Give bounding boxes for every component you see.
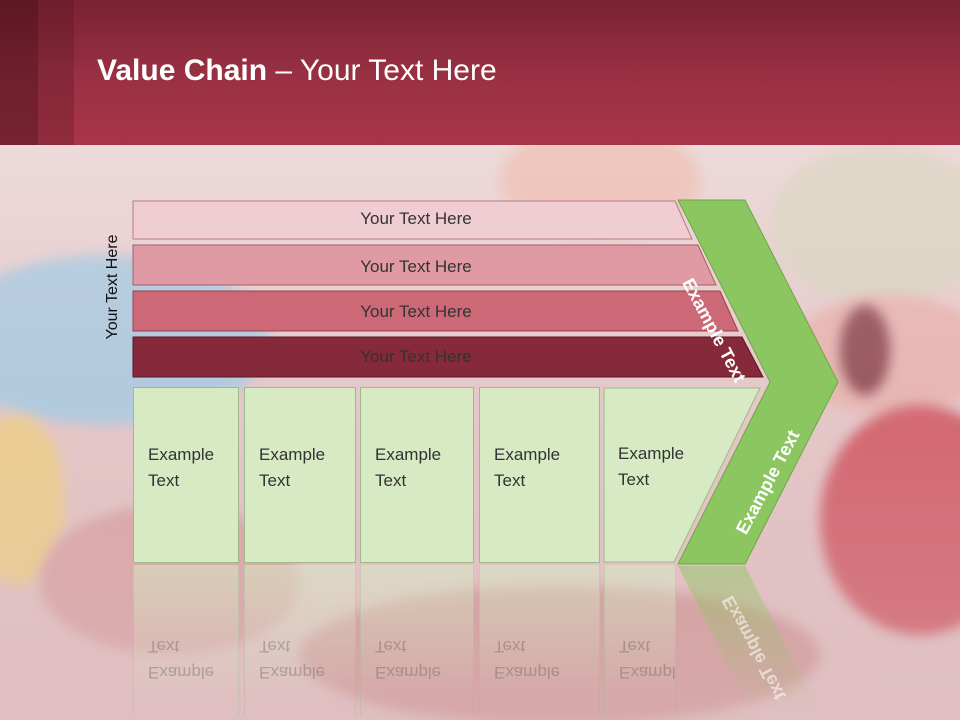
reflection-text: Example Text — [148, 633, 214, 685]
primary-box-5-reflection: Example Text — [604, 565, 676, 715]
label-line-2: Text — [494, 471, 526, 490]
dark-capsule-shape — [840, 305, 890, 395]
support-bar-2-label[interactable]: Your Text Here — [360, 257, 472, 276]
label-line-1: Example — [148, 445, 215, 464]
primary-box-5-shape[interactable] — [603, 387, 761, 563]
support-bar-3[interactable] — [132, 290, 739, 332]
reflection-text: Example Text — [619, 633, 676, 685]
primary-box-2-reflection: Example Text — [244, 565, 356, 715]
label-line-1: Example — [494, 445, 561, 464]
label-line-2: Text — [259, 471, 291, 490]
label-line-2: Text — [375, 471, 407, 490]
reflection-line-2: Text — [494, 637, 526, 656]
label-line-1: Example — [259, 445, 326, 464]
primary-box-3-reflection: Example Text — [360, 565, 474, 715]
reflection-text: Example Text — [259, 633, 325, 685]
support-bar-3-label[interactable]: Your Text Here — [360, 302, 472, 321]
support-activities-label[interactable]: Your Text Here — [104, 234, 121, 340]
reflection-line-1: Example — [494, 663, 561, 682]
reflection-line-1: Example — [259, 663, 326, 682]
reflection-line-2: Text — [148, 637, 180, 656]
reflection-line-2: Text — [259, 637, 291, 656]
reflection-text: Example Text — [494, 633, 560, 685]
label-line-2: Text — [148, 471, 180, 490]
reflection-line-1: Example — [375, 663, 442, 682]
reflection-line-2: Text — [375, 637, 407, 656]
reflection-line-1: Example — [619, 663, 676, 682]
support-bar-4-label[interactable]: Your Text Here — [360, 347, 472, 366]
reflection-line-1: Example — [148, 663, 215, 682]
header-accent-strip — [0, 0, 38, 145]
title-bold: Value Chain — [97, 54, 268, 87]
primary-box-4-reflection: Example Text — [479, 565, 600, 715]
label-line-2: Text — [618, 470, 650, 489]
reflection-text: Example Text — [375, 633, 441, 685]
support-bar-1[interactable] — [132, 200, 693, 240]
reflection-line-2: Text — [619, 637, 651, 656]
title-bar: Value Chain – Your Text Here — [0, 0, 960, 145]
beige-pill-shape — [770, 145, 960, 305]
header-accent-strip-secondary — [38, 0, 74, 145]
label-line-1: Example — [618, 444, 685, 463]
slide-title[interactable]: Value Chain – Your Text Here — [97, 54, 497, 88]
margin-chevron-reflection — [678, 566, 824, 720]
support-bar-4[interactable] — [132, 336, 764, 378]
support-bar-1-label[interactable]: Your Text Here — [360, 209, 472, 228]
support-bar-2[interactable] — [132, 244, 717, 286]
title-rest: – Your Text Here — [267, 54, 497, 87]
label-line-1: Example — [375, 445, 442, 464]
margin-chevron[interactable] — [677, 199, 839, 565]
primary-box-1-reflection: Example Text — [133, 565, 239, 715]
